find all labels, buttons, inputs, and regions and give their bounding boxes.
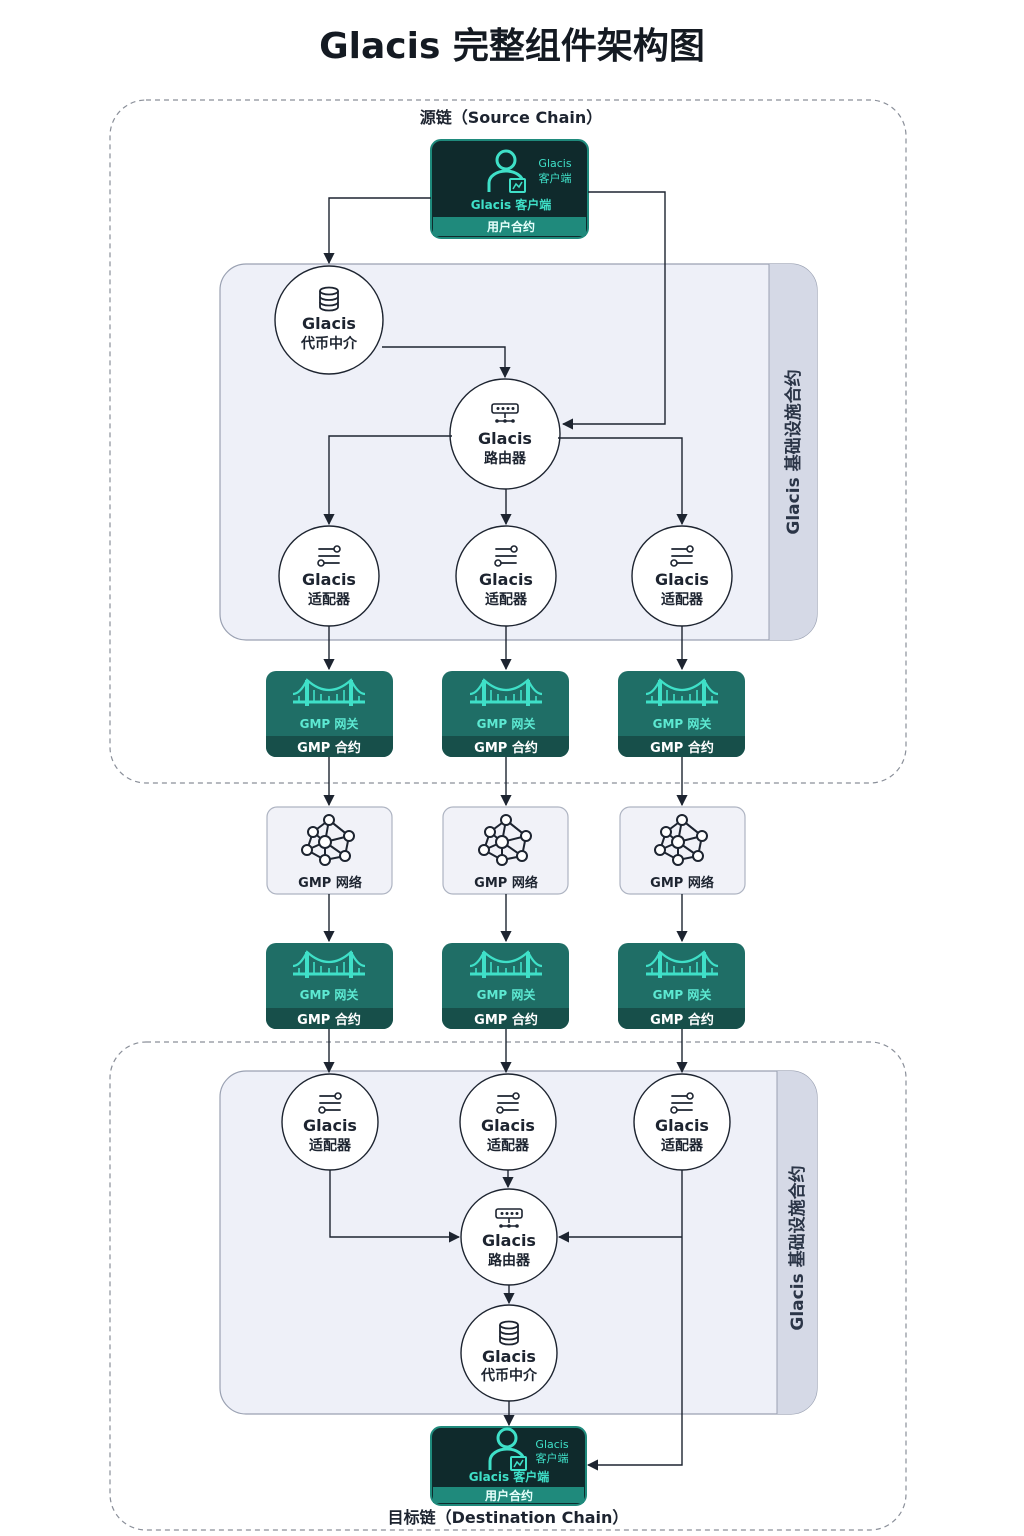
adapter-icon <box>670 1092 694 1114</box>
dest-client-small-2: 客户端 <box>536 1451 569 1465</box>
edge-adapter-1-to-router <box>329 1170 461 1243</box>
gmp-network-1[interactable]: GMP 网络 <box>266 806 393 895</box>
source-adapter-1[interactable]: Glacis 适配器 <box>278 525 380 627</box>
dest-gateway-3[interactable]: GMP 网关 GMP 合约 <box>618 943 745 1029</box>
dest-adapter-2-line1: Glacis <box>481 1116 535 1135</box>
dest-client-contract[interactable]: Glacis 客户端 Glacis 客户端 用户合约 <box>430 1426 587 1506</box>
dest-gateway-3-sub: GMP 网关 <box>653 987 712 1002</box>
gmp-network-2-label: GMP 网络 <box>474 875 538 891</box>
dest-adapter-1[interactable]: Glacis 适配器 <box>281 1073 379 1171</box>
dest-client-small-1: Glacis <box>535 1438 568 1451</box>
dest-adapter-1-line1: Glacis <box>303 1116 357 1135</box>
dest-adapter-2-line2: 适配器 <box>487 1137 530 1154</box>
source-chain-boundary <box>109 99 907 784</box>
source-token-broker[interactable]: Glacis 代币中介 <box>274 265 384 375</box>
adapter-icon <box>496 1092 520 1114</box>
page-title: Glacis 完整组件架构图 <box>319 26 705 67</box>
source-router-line2: 路由器 <box>484 450 527 467</box>
source-token-broker-line2: 代币中介 <box>300 335 358 352</box>
adapter-icon <box>317 545 341 567</box>
source-router[interactable]: Glacis 路由器 <box>449 378 561 490</box>
gmp-network-3-label: GMP 网络 <box>650 875 714 891</box>
source-router-line1: Glacis <box>478 429 532 448</box>
source-gateway-1[interactable]: GMP 网关 GMP 合约 <box>266 671 393 757</box>
source-adapter-3[interactable]: Glacis 适配器 <box>631 525 733 627</box>
dest-adapter-2[interactable]: Glacis 适配器 <box>459 1073 557 1171</box>
source-gateway-2[interactable]: GMP 网关 GMP 合约 <box>442 671 569 757</box>
dest-gateway-2-sub: GMP 网关 <box>477 987 536 1002</box>
dest-gateway-1-sub: GMP 网关 <box>300 987 359 1002</box>
edge-client-to-router <box>561 191 666 430</box>
source-adapter-3-line1: Glacis <box>655 570 709 589</box>
dest-adapter-3[interactable]: Glacis 适配器 <box>633 1073 731 1171</box>
source-gateway-2-sub: GMP 网关 <box>477 716 536 731</box>
dest-token-broker[interactable]: Glacis 代币中介 <box>460 1304 558 1402</box>
source-gateway-1-footer: GMP 合约 <box>297 740 361 756</box>
dest-gateway-1[interactable]: GMP 网关 GMP 合约 <box>266 943 393 1029</box>
dest-adapter-3-line1: Glacis <box>655 1116 709 1135</box>
source-adapter-3-line2: 适配器 <box>661 591 704 608</box>
dest-token-broker-line2: 代币中介 <box>480 1367 538 1384</box>
edge-router-to-adapter-3 <box>558 437 688 526</box>
source-gateway-3-footer: GMP 合约 <box>650 740 714 756</box>
source-chain-label: 源链（Source Chain） <box>420 108 603 127</box>
dest-gateway-3-footer: GMP 合约 <box>650 1012 714 1028</box>
source-gateway-1-sub: GMP 网关 <box>300 716 359 731</box>
dest-infrastructure-label: Glacis 基础设施合约 <box>787 1165 808 1330</box>
edge-router-to-adapter-1 <box>323 435 452 526</box>
source-adapter-1-line2: 适配器 <box>308 591 351 608</box>
source-token-broker-line1: Glacis <box>302 314 356 333</box>
source-client-contract[interactable]: Glacis 客户端 Glacis 客户端 用户合约 <box>430 139 589 239</box>
dest-router-line2: 路由器 <box>488 1252 531 1269</box>
source-client-footer: 用户合约 <box>486 219 535 234</box>
gmp-network-1-label: GMP 网络 <box>298 875 362 891</box>
dest-adapter-3-line2: 适配器 <box>661 1137 704 1154</box>
source-infrastructure-label: Glacis 基础设施合约 <box>783 369 804 534</box>
source-client-small-2: 客户端 <box>539 171 572 185</box>
source-client-small-1: Glacis <box>538 157 571 170</box>
dest-client-name: Glacis 客户端 <box>469 1469 550 1484</box>
adapter-icon <box>318 1092 342 1114</box>
destination-chain-label: 目标链（Destination Chain） <box>388 1508 629 1527</box>
edge-broker-to-router <box>382 346 511 379</box>
dest-router[interactable]: Glacis 路由器 <box>460 1188 558 1286</box>
dest-gateway-2-footer: GMP 合约 <box>474 1012 538 1028</box>
source-adapter-2-line2: 适配器 <box>485 591 528 608</box>
connectors <box>323 191 688 1471</box>
source-gateway-2-footer: GMP 合约 <box>474 740 538 756</box>
source-adapter-1-line1: Glacis <box>302 570 356 589</box>
source-client-name: Glacis 客户端 <box>471 197 552 212</box>
adapter-icon <box>670 545 694 567</box>
dest-gateway-2[interactable]: GMP 网关 GMP 合约 <box>442 943 569 1029</box>
edge-adapter-3-to-client <box>586 1170 683 1471</box>
destination-chain-boundary <box>109 1041 907 1531</box>
gmp-network-2[interactable]: GMP 网络 <box>442 806 569 895</box>
source-adapter-2[interactable]: Glacis 适配器 <box>455 525 557 627</box>
dest-token-broker-line1: Glacis <box>482 1347 536 1366</box>
gmp-network-3[interactable]: GMP 网络 <box>619 806 746 895</box>
source-adapter-2-line1: Glacis <box>479 570 533 589</box>
adapter-icon <box>494 545 518 567</box>
edge-client-to-broker <box>323 197 431 265</box>
source-gateway-3[interactable]: GMP 网关 GMP 合约 <box>618 671 745 757</box>
dest-adapter-1-line2: 适配器 <box>309 1137 352 1154</box>
dest-gateway-1-footer: GMP 合约 <box>297 1012 361 1028</box>
dest-router-line1: Glacis <box>482 1231 536 1250</box>
dest-client-footer: 用户合约 <box>484 1488 533 1503</box>
source-gateway-3-sub: GMP 网关 <box>653 716 712 731</box>
